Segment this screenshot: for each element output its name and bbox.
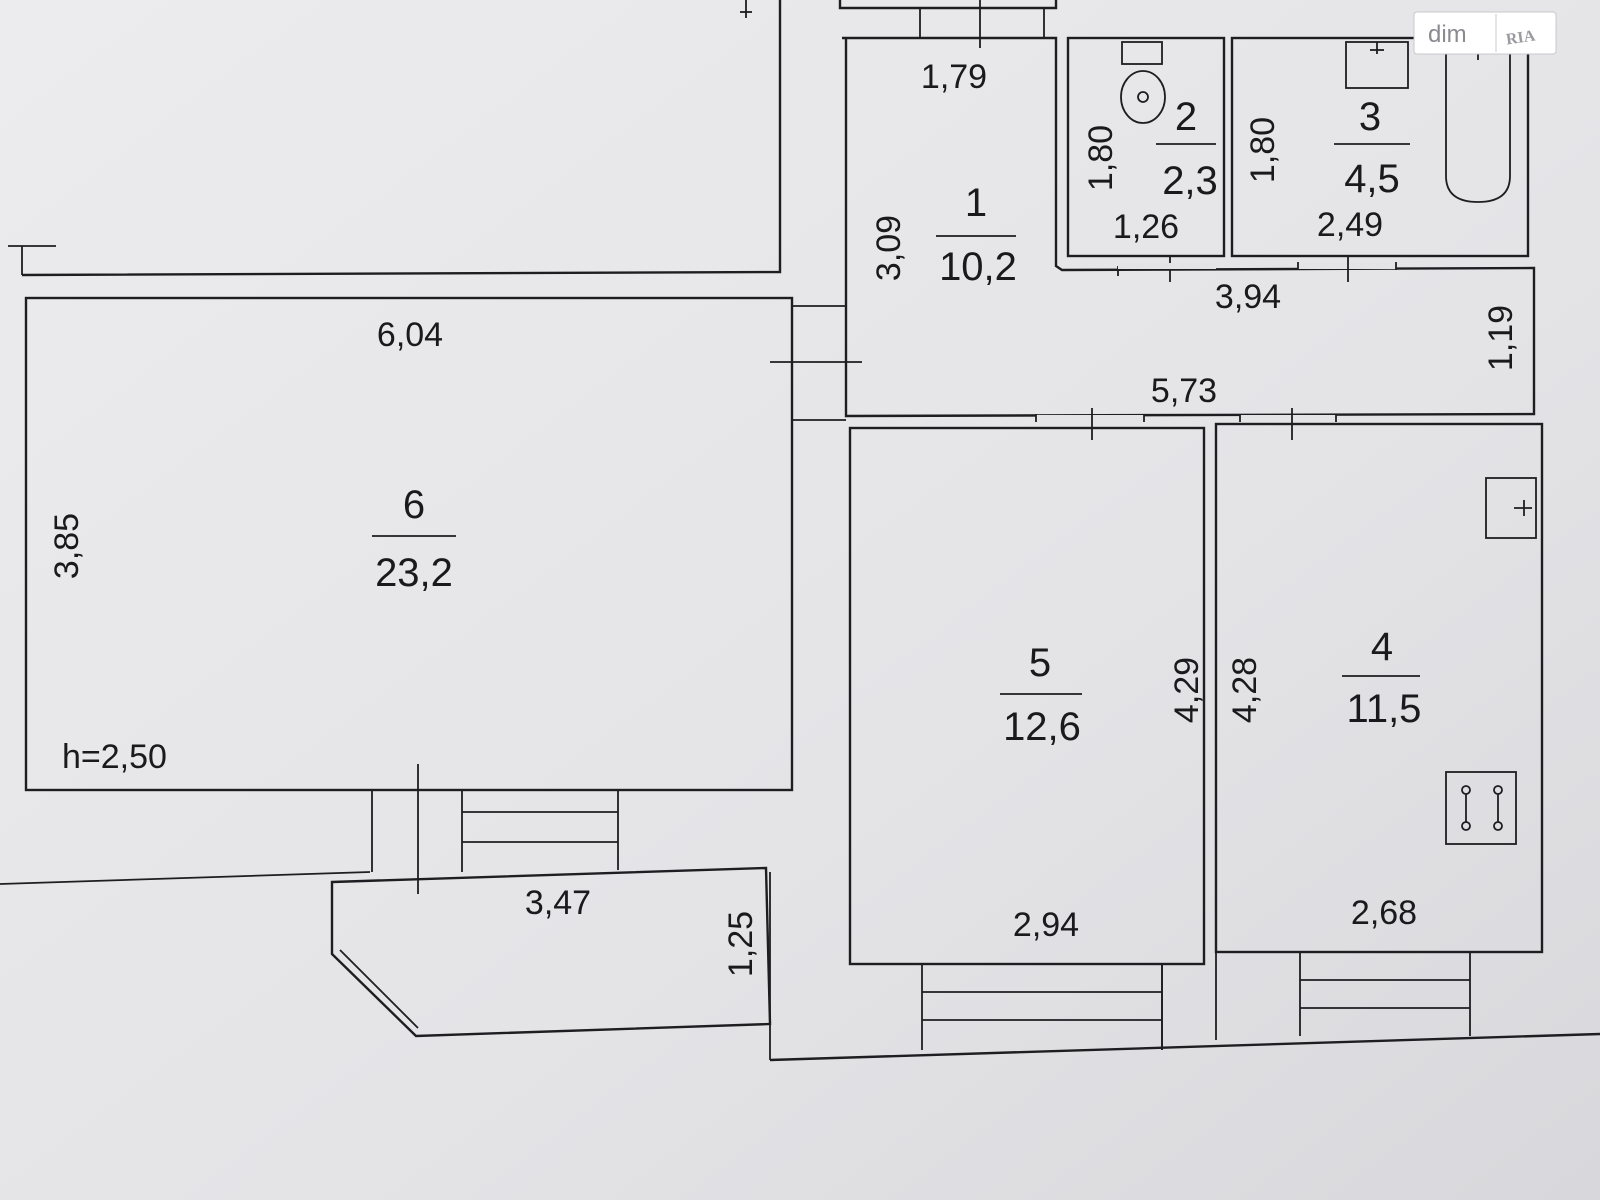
room-1-number: 1 bbox=[965, 181, 987, 225]
room-5-number: 5 bbox=[1029, 641, 1051, 685]
room-2-number: 2 bbox=[1175, 95, 1197, 139]
dim-room6-depth: 3,85 bbox=[48, 513, 86, 579]
watermark-brand-text: RIA bbox=[1505, 27, 1537, 48]
outer-wall-bottom bbox=[769, 872, 1600, 1062]
sink-icon bbox=[1345, 41, 1409, 89]
dim-room6-width: 6,04 bbox=[377, 316, 443, 354]
room-4 bbox=[1214, 422, 1544, 1036]
room-5-area: 12,6 bbox=[1003, 705, 1081, 749]
watermark-logo: dim RIA bbox=[1413, 11, 1557, 55]
dim-balcony-width: 3,47 bbox=[525, 884, 591, 922]
room-2-area: 2,3 bbox=[1162, 159, 1218, 203]
room-5 bbox=[848, 426, 1206, 1050]
stove-icon bbox=[1445, 771, 1517, 845]
kitchen-sink-icon bbox=[1485, 477, 1537, 539]
dim-corridor-depth: 1,19 bbox=[1482, 305, 1520, 371]
dim-room3-height: 1,80 bbox=[1244, 117, 1282, 183]
room-3 bbox=[1230, 36, 1530, 282]
ceiling-height-label: h=2,50 bbox=[62, 738, 167, 776]
watermark-site-text: dim bbox=[1428, 21, 1467, 48]
neighbor-walls bbox=[8, 0, 782, 277]
room-6 bbox=[24, 296, 794, 792]
entrance-frame bbox=[838, 0, 1058, 48]
dim-balcony-depth: 1,25 bbox=[722, 911, 760, 977]
room-1-area: 10,2 bbox=[939, 245, 1017, 289]
room6-window bbox=[0, 764, 619, 894]
balcony bbox=[330, 866, 772, 1038]
dim-corridor-top: 3,94 bbox=[1215, 278, 1281, 316]
dim-room4-depth: 4,28 bbox=[1226, 657, 1264, 723]
room-3-area: 4,5 bbox=[1344, 157, 1400, 201]
dim-room3-width: 2,49 bbox=[1317, 206, 1383, 244]
dim-room1-length: 3,09 bbox=[870, 215, 908, 281]
dim-corridor-bottom: 5,73 bbox=[1151, 372, 1217, 410]
dim-room5-width: 2,94 bbox=[1013, 906, 1079, 944]
room-4-number: 4 bbox=[1371, 625, 1393, 669]
dim-room4-width: 2,68 bbox=[1351, 894, 1417, 932]
room-2 bbox=[1066, 36, 1226, 282]
room-6-number: 6 bbox=[403, 483, 425, 527]
room-4-area: 11,5 bbox=[1347, 687, 1422, 731]
dim-room5-depth: 4,29 bbox=[1168, 657, 1206, 723]
toilet-icon bbox=[1120, 41, 1166, 124]
dim-room2-width: 1,26 bbox=[1113, 208, 1179, 246]
dim-room1-width: 1,79 bbox=[921, 58, 987, 96]
room-6-area: 23,2 bbox=[375, 551, 453, 595]
room6-hall-connector bbox=[770, 305, 862, 421]
dim-room2-height: 1,80 bbox=[1082, 125, 1120, 191]
room-3-number: 3 bbox=[1359, 95, 1381, 139]
